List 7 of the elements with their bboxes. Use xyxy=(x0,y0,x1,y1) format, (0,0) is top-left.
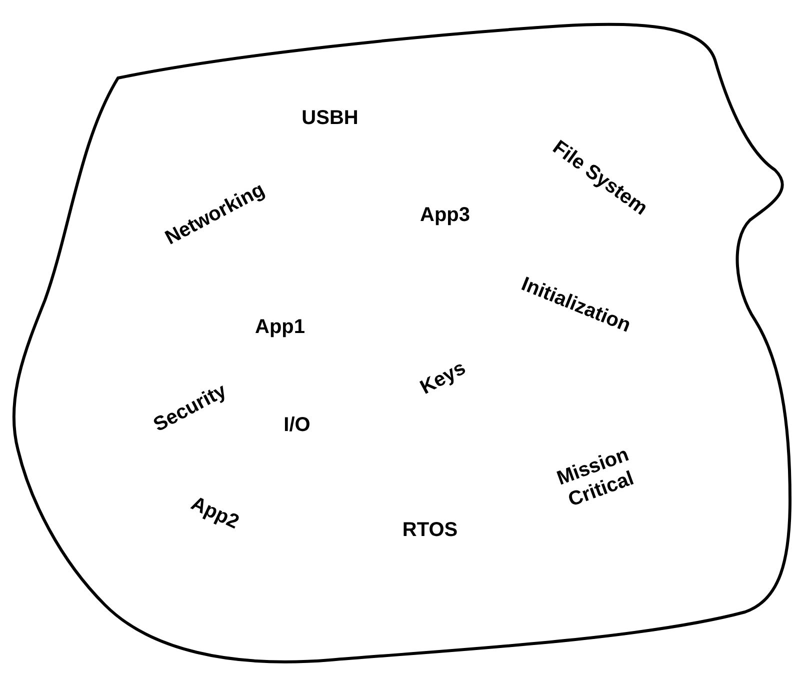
text-label: RTOS xyxy=(402,518,458,542)
text-label: App1 xyxy=(255,315,305,339)
text-label: I/O xyxy=(284,413,310,437)
text-label: Keys xyxy=(416,356,470,400)
text-label: App3 xyxy=(420,203,470,227)
text-label: App2 xyxy=(187,492,243,534)
text-label: USBH xyxy=(302,106,358,130)
